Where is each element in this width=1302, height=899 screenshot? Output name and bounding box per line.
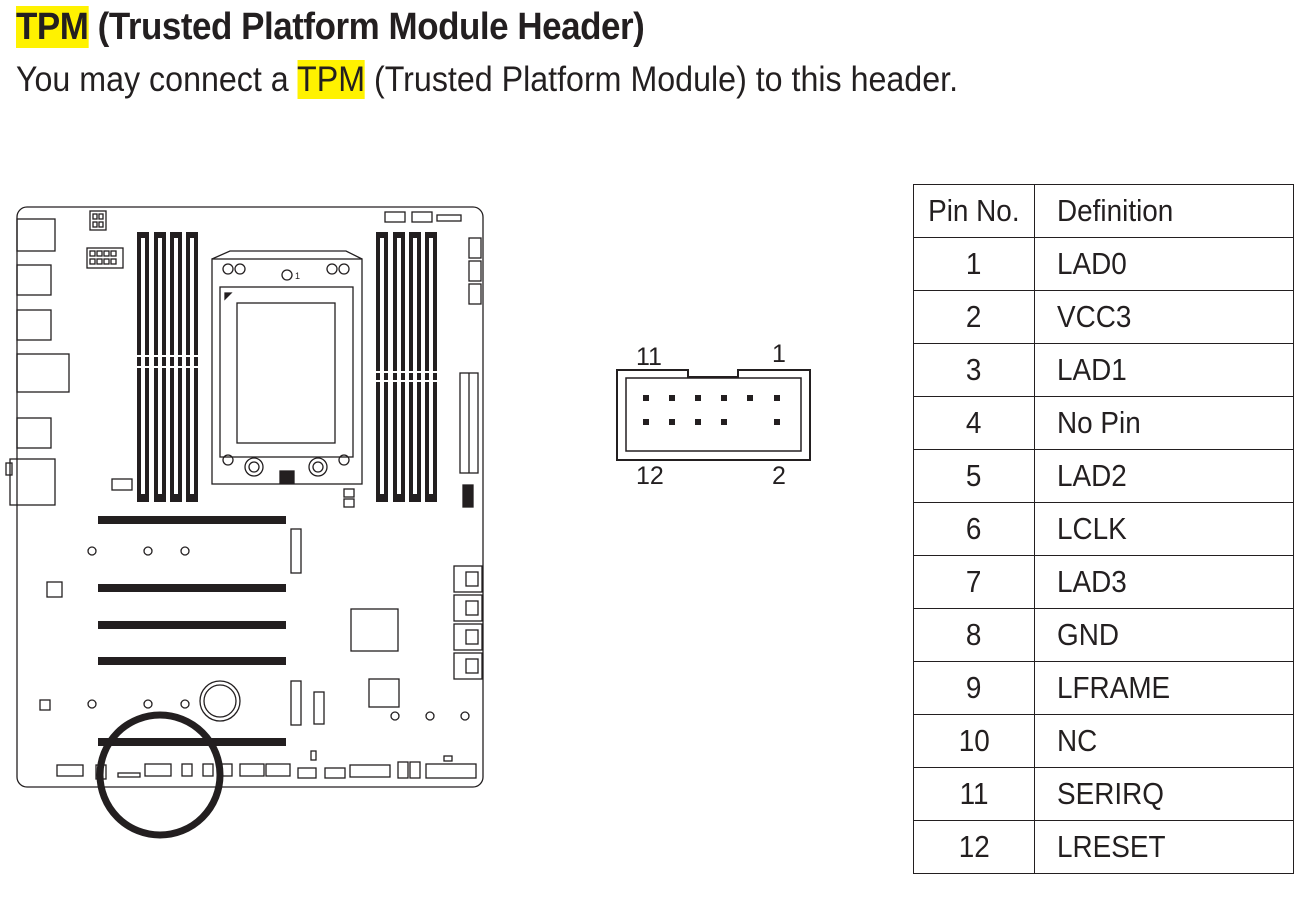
header-definition: Definition <box>1034 184 1294 238</box>
atx-power-connector <box>459 372 479 508</box>
tpm-location-callout <box>96 711 224 839</box>
pin-7 <box>695 395 701 401</box>
dimm-slots-right <box>376 232 437 502</box>
pin-9 <box>669 395 675 401</box>
pin-definition: LFRAME <box>1034 661 1294 715</box>
connector-label-pin1: 1 <box>772 340 786 368</box>
bottom-headers <box>56 750 477 780</box>
pin-definition: NC <box>1034 714 1294 768</box>
connector-pins <box>643 395 780 425</box>
pin-number: 5 <box>913 449 1035 503</box>
pcie-slots <box>98 516 286 746</box>
pin-number: 10 <box>913 714 1035 768</box>
pin-definition: GND <box>1034 608 1294 662</box>
pin-8 <box>695 419 701 425</box>
pin-number: 7 <box>913 555 1035 609</box>
motherboard-diagram: 1 <box>5 206 484 839</box>
connector-label-pin11: 11 <box>636 343 662 371</box>
pin-definition: SERIRQ <box>1034 767 1294 821</box>
page-title: TPM (Trusted Platform Module Header) <box>16 6 645 49</box>
pin-11 <box>643 395 649 401</box>
connector-label-pin2: 2 <box>772 462 786 490</box>
pin-number: 8 <box>913 608 1035 662</box>
pin-definition: No Pin <box>1034 396 1294 450</box>
tpm-connector-diagram: 11 1 12 2 <box>616 340 811 490</box>
pin-definition: VCC3 <box>1034 290 1294 344</box>
subtitle-highlight: TPM <box>297 60 366 99</box>
pin-number: 12 <box>913 820 1035 874</box>
pin-3 <box>747 395 753 401</box>
pin-definition: LRESET <box>1034 820 1294 874</box>
pin-definition: LAD2 <box>1034 449 1294 503</box>
pin-5 <box>721 395 727 401</box>
pin-definition: LAD3 <box>1034 555 1294 609</box>
cpu-socket: 1 <box>211 250 363 485</box>
board-outline <box>16 206 484 788</box>
title-highlight: TPM <box>16 6 89 48</box>
table-header-row: Pin No. Definition <box>913 184 1294 238</box>
small-header <box>111 478 133 491</box>
mounting-holes <box>87 546 470 721</box>
pin-number: 1 <box>913 237 1035 291</box>
cpu-power-connector <box>86 210 124 269</box>
pin-number: 2 <box>913 290 1035 344</box>
rear-io-ports <box>5 218 70 506</box>
chipset <box>350 608 399 652</box>
page-subtitle: You may connect a TPM (Trusted Platform … <box>16 60 958 100</box>
pin-1 <box>774 395 780 401</box>
pin-number: 3 <box>913 343 1035 397</box>
subtitle-suffix: (Trusted Platform Module) to this header… <box>365 60 959 99</box>
pin-number: 11 <box>913 767 1035 821</box>
connector-label-pin12: 12 <box>636 462 664 490</box>
pin-10 <box>669 419 675 425</box>
tpm-header <box>144 763 172 777</box>
pin-number: 9 <box>913 661 1035 715</box>
pin-2 <box>774 419 780 425</box>
pin-number: 4 <box>913 396 1035 450</box>
subtitle-prefix: You may connect a <box>16 60 298 99</box>
connector-outline <box>616 369 811 461</box>
title-text: (Trusted Platform Module Header) <box>88 6 645 48</box>
top-fan-headers <box>384 211 482 305</box>
pin-12 <box>643 419 649 425</box>
header-pin-no: Pin No. <box>913 184 1035 238</box>
pin-definition: LCLK <box>1034 502 1294 556</box>
cmos-battery <box>199 680 241 722</box>
m2-slot <box>290 528 302 574</box>
pin-definition: LAD1 <box>1034 343 1294 397</box>
socket-pin1-label: 1 <box>295 271 300 281</box>
pin-6 <box>721 419 727 425</box>
pin-number: 6 <box>913 502 1035 556</box>
pin-definition: LAD0 <box>1034 237 1294 291</box>
sata-ports <box>453 565 483 680</box>
